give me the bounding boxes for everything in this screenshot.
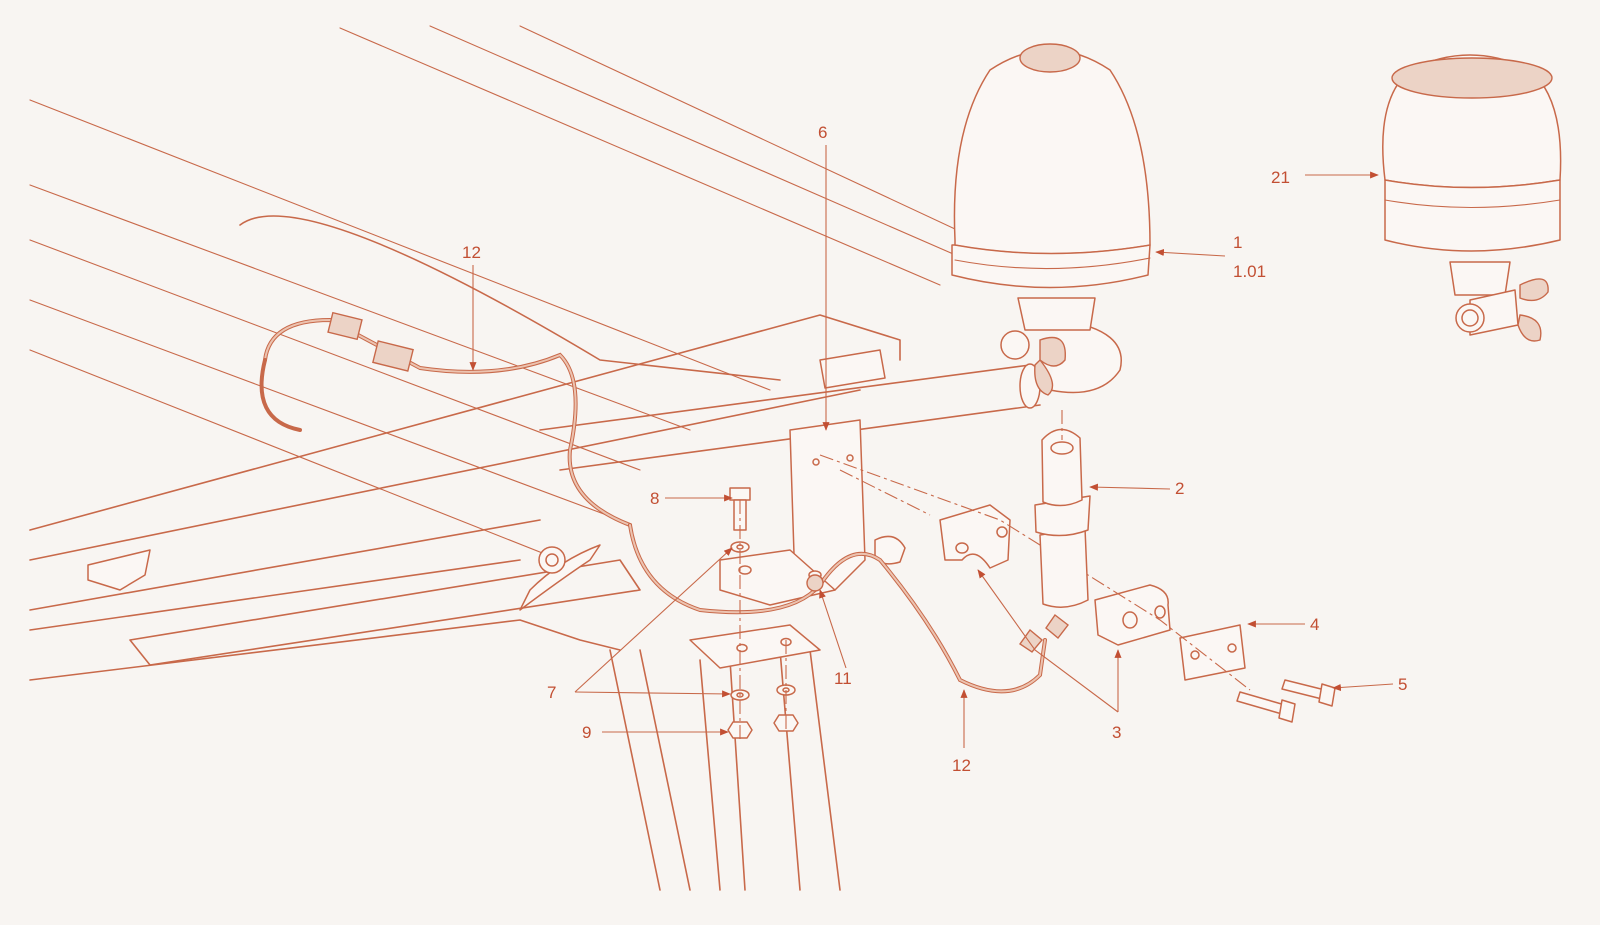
callout-1: 1	[1233, 233, 1242, 252]
callout-11: 11	[834, 669, 852, 688]
callout-21: 21	[1271, 168, 1290, 187]
callout-7: 7	[547, 683, 556, 702]
clamp-half-upper	[939, 504, 1011, 569]
clamp-plate-4	[1179, 624, 1246, 681]
callout-12-upper: 12	[462, 243, 481, 262]
callout-labels: 6 12 1 1.01 21 2 8 4 5 7 11 12 3 9	[462, 123, 1407, 775]
callout-3: 3	[1112, 723, 1121, 742]
callout-4: 4	[1310, 615, 1319, 634]
cable-harness-upper	[259, 311, 632, 527]
cable-harness-lower	[628, 523, 1069, 694]
cable-connector	[327, 311, 414, 372]
ground-terminal	[806, 574, 824, 592]
callout-9: 9	[582, 723, 591, 742]
wing-nut-icon	[1000, 330, 1066, 396]
leader-lines	[469, 145, 1394, 748]
callout-1-01: 1.01	[1233, 262, 1266, 281]
callout-2: 2	[1175, 479, 1184, 498]
callout-6: 6	[818, 123, 827, 142]
callout-8: 8	[650, 489, 659, 508]
beacon-light-21	[1382, 54, 1562, 342]
mounting-bracket	[689, 419, 906, 669]
cable-plug	[1019, 613, 1069, 653]
mounting-stem-2	[1034, 410, 1091, 608]
callout-5: 5	[1398, 675, 1407, 694]
bolt-8	[729, 487, 751, 531]
clamp-half-lower	[1094, 584, 1171, 646]
callout-12-lower: 12	[952, 756, 971, 775]
beacon-light-1	[951, 43, 1151, 396]
machine-frame	[29, 25, 1041, 891]
wing-nut-icon	[1455, 278, 1549, 342]
bolts-5	[1236, 679, 1336, 723]
